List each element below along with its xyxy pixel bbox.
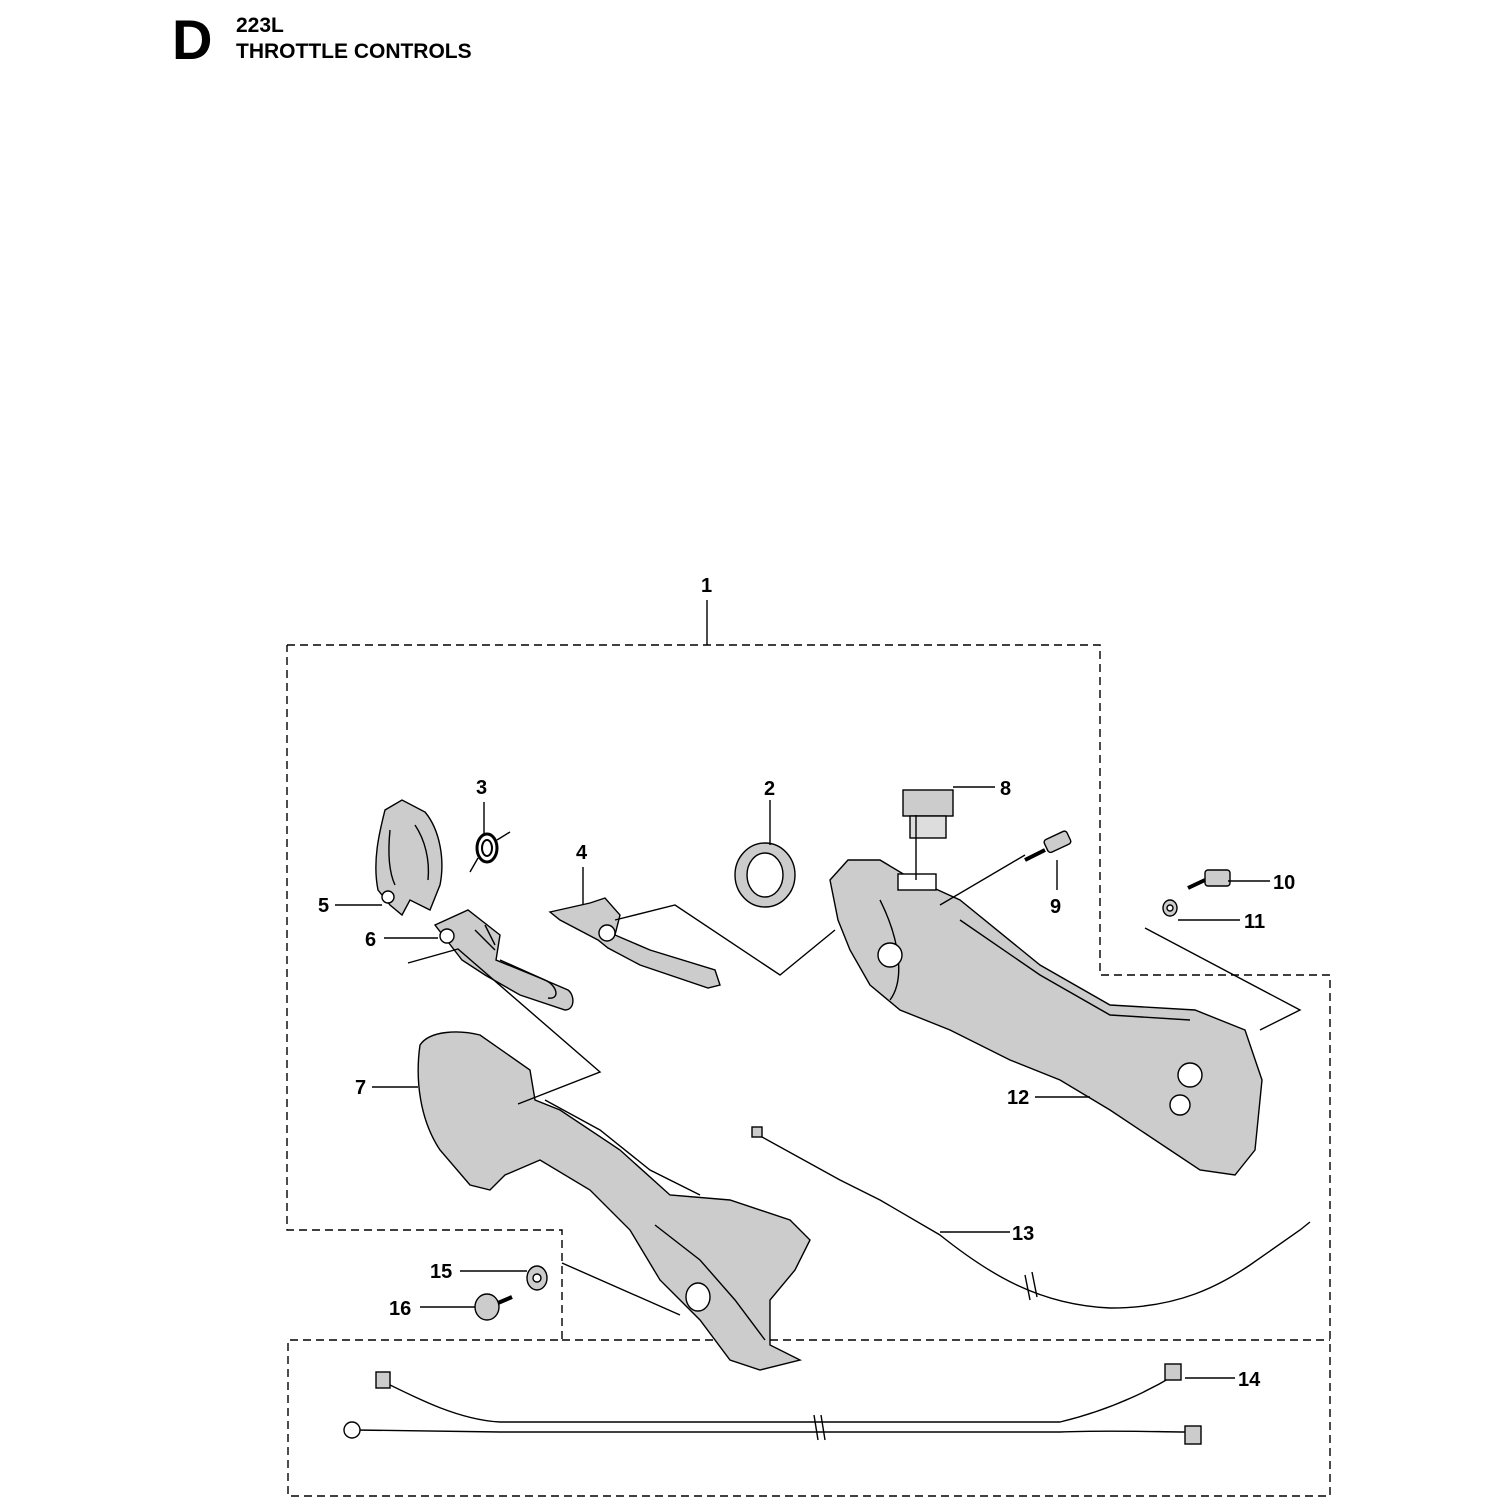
callout-14: 14: [1238, 1369, 1261, 1391]
part-4-lever: [548, 897, 721, 989]
callout-13: 13: [1012, 1223, 1034, 1245]
callout-6: 6: [365, 929, 376, 951]
part-7-handle-grip: [417, 1031, 811, 1371]
part-14-wire-harness: [343, 1363, 1202, 1445]
part-8-stop-switch: [902, 789, 954, 839]
model-number: 223L: [236, 14, 284, 37]
part-3-spring: [469, 831, 511, 873]
part-9-screw: [1024, 830, 1072, 862]
part-5-housing-half: [375, 799, 443, 917]
part-2-ring: [734, 842, 796, 908]
callout-12: 12: [1007, 1087, 1029, 1109]
part-13-throttle-cable: [751, 1126, 1311, 1309]
assembly-boundary-main: [286, 644, 1331, 1497]
callout-7: 7: [355, 1077, 366, 1099]
callout-1: 1: [701, 575, 712, 597]
callout-9: 9: [1050, 896, 1061, 918]
part-11-washer: [1162, 899, 1178, 917]
part-6-throttle-trigger: [433, 909, 574, 1011]
callout-5: 5: [318, 895, 329, 917]
callout-8: 8: [1000, 778, 1011, 800]
callout-3: 3: [476, 777, 487, 799]
callout-4: 4: [576, 842, 588, 864]
callout-11: 11: [1244, 911, 1265, 933]
part-16-screw: [474, 1293, 513, 1321]
callout-16: 16: [389, 1298, 411, 1320]
section-letter: D: [172, 8, 213, 71]
callout-labels: 1 2 3 4 5 6 7 8 9 10 11 12 13 14 15 16: [318, 575, 1295, 1391]
part-10-screw: [1187, 869, 1231, 890]
part-12-handle-half: [829, 859, 1263, 1176]
leader-lines: [335, 786, 1302, 1379]
callout-2: 2: [764, 778, 775, 800]
diagram-title: THROTTLE CONTROLS: [236, 40, 472, 63]
callout-10: 10: [1273, 872, 1295, 894]
callout-15: 15: [430, 1261, 452, 1283]
part-15-washer: [526, 1265, 548, 1291]
